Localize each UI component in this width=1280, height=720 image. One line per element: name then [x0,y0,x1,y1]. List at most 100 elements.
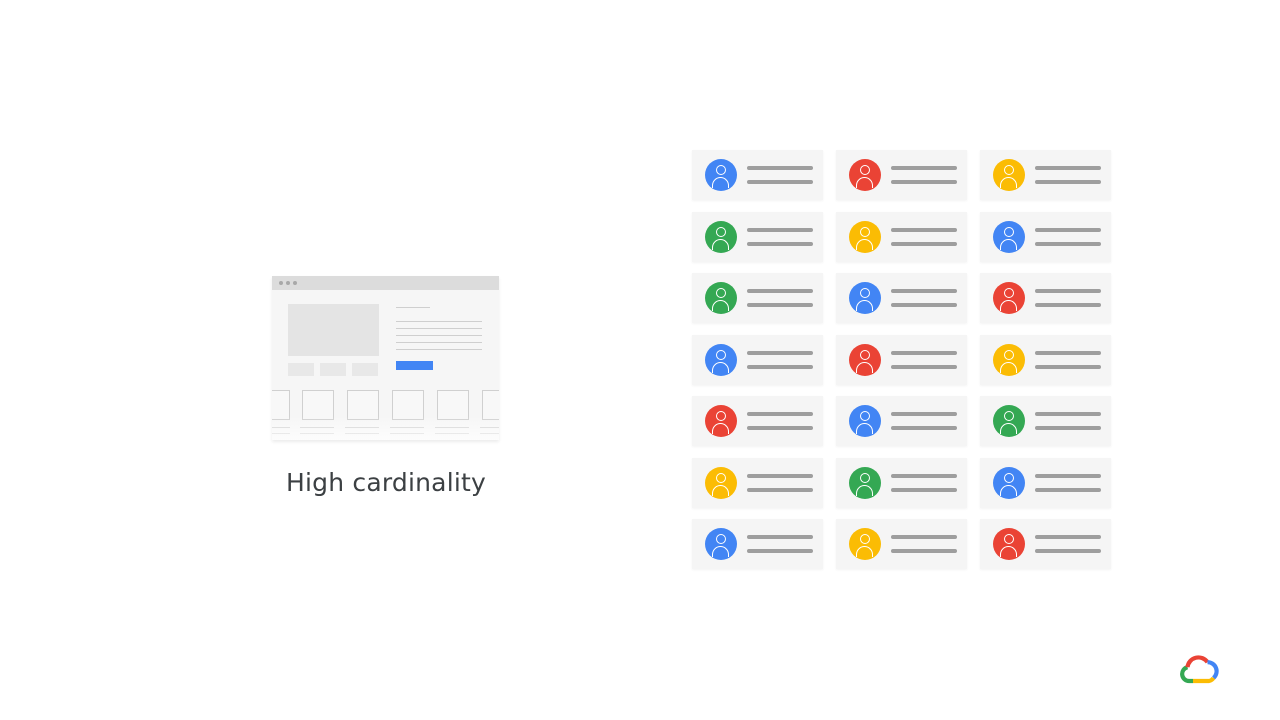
avatar-head [1004,350,1014,360]
avatar-head [716,227,726,237]
avatar-head [716,288,726,298]
avatar-head [716,350,726,360]
call-to-action-placeholder [396,361,433,370]
text-line [1035,166,1101,170]
user-card [836,519,967,569]
product-card-placeholder [302,390,334,420]
avatar-head [860,350,870,360]
user-avatar-icon [849,221,881,253]
thumbnail-placeholder [288,363,314,376]
product-card-placeholder [347,390,379,420]
avatar-body [856,239,873,250]
hero-image-placeholder [288,304,379,356]
text-line [891,365,957,369]
text-line [891,549,957,553]
avatar-head [716,534,726,544]
text-line [1035,228,1101,232]
text-line [396,321,482,322]
avatar-head [716,165,726,175]
avatar-head [860,288,870,298]
avatar-head [1004,411,1014,421]
user-avatar-icon [705,528,737,560]
text-line [1035,412,1101,416]
avatar-head [860,227,870,237]
user-card [692,273,823,323]
avatar-head [716,411,726,421]
text-line [1035,365,1101,369]
user-card [980,273,1111,323]
avatar-head [1004,473,1014,483]
avatar-body [712,362,729,373]
user-card [980,150,1111,200]
avatar-head [1004,227,1014,237]
google-cloud-logo-icon [1180,655,1219,684]
text-line [891,474,957,478]
text-line [1035,242,1101,246]
avatar-body [1000,239,1017,250]
text-line [396,349,482,350]
user-card [692,335,823,385]
text-line [891,228,957,232]
avatar-body [712,239,729,250]
avatar-body [856,300,873,311]
text-line [1035,488,1101,492]
avatar-head [860,411,870,421]
user-card [980,212,1111,262]
text-line [891,289,957,293]
user-avatar-icon [993,344,1025,376]
user-card [836,273,967,323]
text-line [1035,426,1101,430]
user-card [836,335,967,385]
text-line [1035,549,1101,553]
user-card [692,212,823,262]
window-dot-icon [286,281,290,285]
text-line [1035,180,1101,184]
text-line [747,289,813,293]
text-line [747,535,813,539]
user-avatar-icon [849,282,881,314]
avatar-head [1004,534,1014,544]
avatar-body [856,362,873,373]
product-card-placeholder [392,390,424,420]
avatar-body [1000,362,1017,373]
text-line [747,242,813,246]
avatar-body [712,546,729,557]
user-avatar-icon [705,405,737,437]
text-line [747,549,813,553]
user-avatar-icon [849,159,881,191]
avatar-body [712,177,729,188]
text-line [1035,535,1101,539]
text-line [891,180,957,184]
user-avatar-icon [849,467,881,499]
thumbnail-placeholder [320,363,346,376]
user-avatar-icon [705,344,737,376]
text-line [747,228,813,232]
text-line [891,535,957,539]
avatar-head [860,473,870,483]
user-card [692,458,823,508]
text-line [1035,303,1101,307]
text-line [747,488,813,492]
window-dot-icon [279,281,283,285]
avatar-body [1000,546,1017,557]
user-avatar-icon [993,159,1025,191]
avatar-body [712,423,729,434]
thumbnail-placeholder [352,363,378,376]
avatar-head [1004,288,1014,298]
window-dot-icon [293,281,297,285]
user-card [836,458,967,508]
text-line [747,426,813,430]
user-card [692,519,823,569]
text-line [747,180,813,184]
text-line [747,474,813,478]
avatar-body [712,485,729,496]
avatar-body [1000,423,1017,434]
user-card [980,335,1111,385]
user-card [692,150,823,200]
text-line [891,488,957,492]
user-avatar-icon [993,467,1025,499]
text-line [891,426,957,430]
user-avatar-icon [849,528,881,560]
text-line [747,412,813,416]
